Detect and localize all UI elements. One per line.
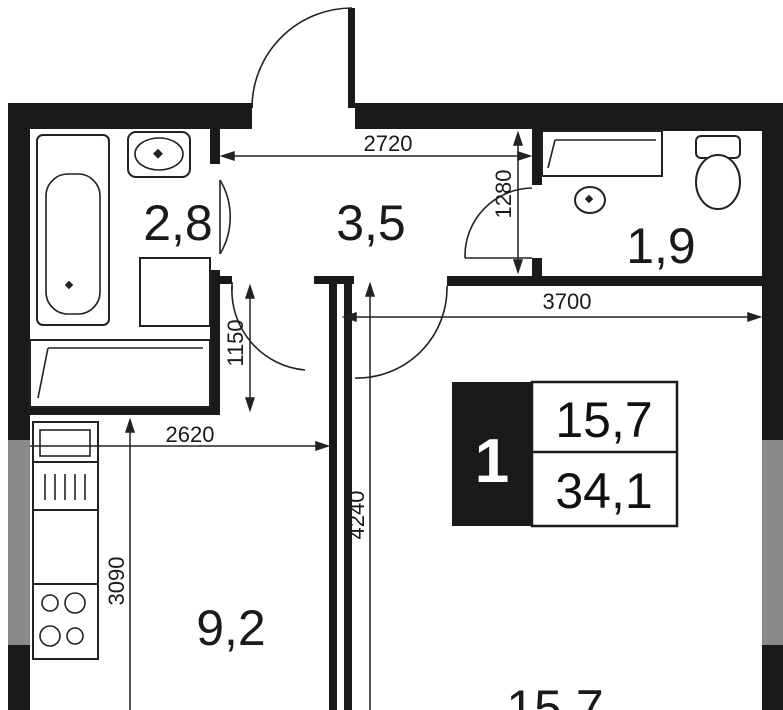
dim-living-length: 4240 (344, 491, 369, 540)
living-door (354, 285, 448, 379)
entrance-door (251, 7, 355, 109)
right-wall-gray-segment (762, 440, 783, 645)
badge-living-area: 15,7 (555, 392, 652, 448)
bathroom-door (219, 179, 231, 255)
toilet (695, 135, 741, 210)
interior-walls (30, 129, 762, 710)
closet (29, 339, 211, 408)
dim-kitchen-length: 3090 (104, 557, 129, 606)
kitchen-counter (32, 509, 99, 585)
badge-total-area: 34,1 (555, 463, 652, 519)
dim-living-width: 3700 (543, 289, 592, 314)
kitchen-sink (32, 421, 99, 463)
dim-kitchen-width: 2620 (166, 422, 215, 447)
badge-rooms-count: 1 (475, 427, 509, 496)
badge-values-box (530, 380, 679, 528)
bathroom-sink (127, 131, 191, 178)
dim-hall-width: 2720 (364, 131, 413, 156)
dim-wc-depth: 1280 (491, 170, 516, 219)
wc-sink-cabinet (541, 130, 663, 177)
room-area-wc: 1,9 (626, 218, 696, 274)
room-area-hall: 3,5 (336, 195, 406, 251)
dish-drainer (32, 461, 99, 511)
washing-machine (139, 257, 211, 327)
stove (32, 583, 99, 660)
top-wall-left (8, 103, 252, 129)
wc-ledge (535, 103, 762, 131)
wc-small-sink (574, 186, 606, 214)
dimension-lines (30, 130, 763, 710)
badge-rooms-box (452, 382, 532, 526)
bathtub (36, 134, 110, 326)
room-area-kitchen: 9,2 (196, 600, 266, 656)
room-area-living: 15,7 (506, 680, 603, 710)
dim-hall-passage: 1150 (223, 319, 248, 366)
kitchen-door (231, 282, 306, 371)
outer-walls (8, 103, 783, 710)
left-wall-gray-segment (8, 440, 30, 645)
room-area-bathroom: 2,8 (143, 195, 213, 251)
apartment-badge: 1 15,7 34,1 (452, 380, 679, 528)
